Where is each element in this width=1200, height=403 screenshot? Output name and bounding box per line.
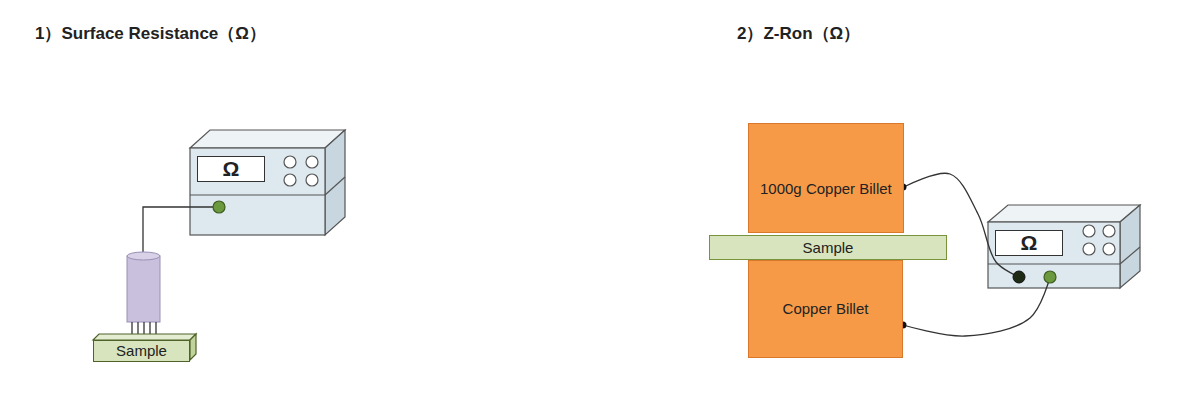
meter-display: Ω bbox=[995, 230, 1063, 256]
copper-billet: 1000g Copper Billet bbox=[748, 123, 904, 233]
meter-knob bbox=[284, 156, 296, 168]
panel-line bbox=[190, 194, 325, 195]
ohmmeter: Ω bbox=[988, 222, 1120, 288]
meter-knob bbox=[306, 156, 318, 168]
meter-knob bbox=[1083, 243, 1095, 255]
probe bbox=[127, 252, 160, 322]
meter-side-face bbox=[325, 130, 345, 235]
meter-knob bbox=[306, 174, 318, 186]
copper-billet: Copper Billet bbox=[748, 260, 903, 358]
meter-terminal bbox=[1044, 271, 1056, 283]
node-label: Sample bbox=[116, 342, 167, 360]
node-label: Copper Billet bbox=[775, 300, 877, 318]
sample-block: Sample bbox=[93, 340, 190, 362]
meter-top-face bbox=[190, 130, 345, 148]
meter-terminal bbox=[1013, 271, 1025, 283]
meter-side-face bbox=[1120, 205, 1140, 288]
node-label: 1000g Copper Billet bbox=[752, 180, 900, 198]
ohmmeter: Ω bbox=[190, 148, 325, 235]
meter-knob bbox=[1083, 225, 1095, 237]
meter-terminal bbox=[213, 201, 225, 213]
test-lead-wire bbox=[903, 277, 1050, 336]
meter-knob bbox=[284, 174, 296, 186]
sample-side-face bbox=[190, 334, 196, 360]
meter-front-face bbox=[190, 148, 325, 235]
test-lead-wire bbox=[904, 173, 1019, 277]
ohm-symbol: Ω bbox=[1021, 230, 1038, 255]
panel-line bbox=[988, 263, 1120, 264]
probe-wire bbox=[143, 207, 219, 253]
panel-line bbox=[325, 177, 345, 195]
node-label: Sample bbox=[803, 239, 854, 257]
probe-top bbox=[127, 252, 160, 260]
meter-top-face bbox=[988, 205, 1140, 222]
meter-knob bbox=[1103, 225, 1115, 237]
ohmmeter-body bbox=[988, 205, 1140, 288]
ohmmeter-body bbox=[190, 130, 345, 235]
panel-line bbox=[1120, 247, 1140, 264]
meter-knob bbox=[1103, 243, 1115, 255]
section-heading: 1）Surface Resistance（Ω） bbox=[35, 22, 266, 45]
meter-display: Ω bbox=[197, 156, 265, 182]
ohm-symbol: Ω bbox=[223, 156, 240, 181]
meter-front-face bbox=[988, 222, 1120, 288]
probe-body bbox=[127, 256, 160, 322]
sample-band: Sample bbox=[709, 235, 947, 260]
section-heading: 2）Z-Ron（Ω） bbox=[737, 22, 860, 45]
